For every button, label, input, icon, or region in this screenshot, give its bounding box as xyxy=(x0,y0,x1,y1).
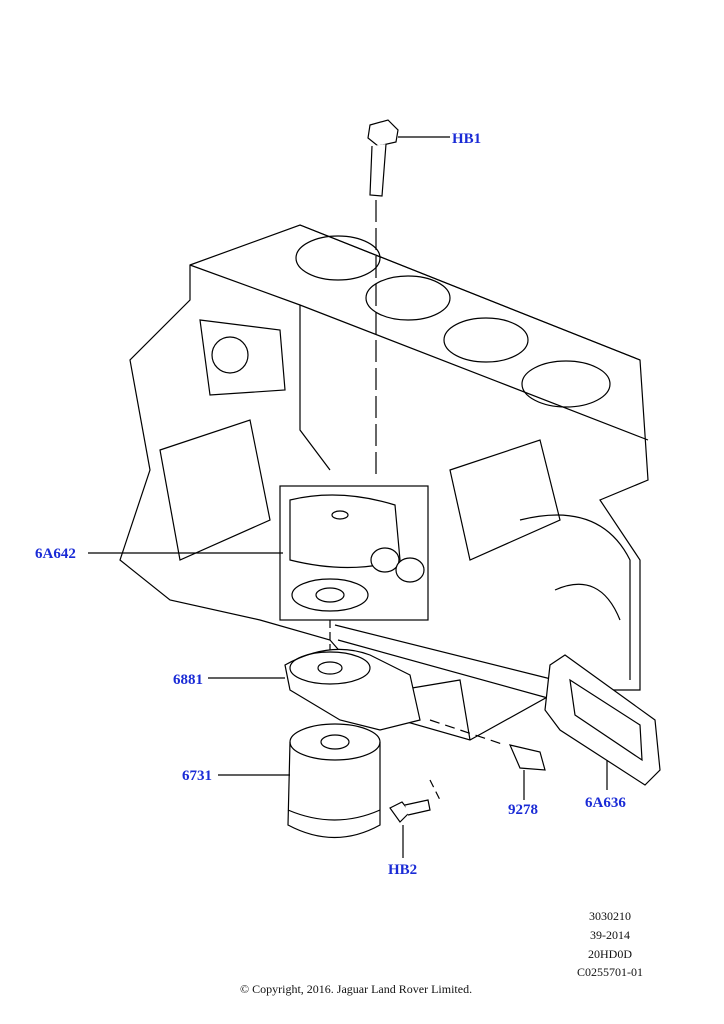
gasket-drawing xyxy=(544,654,661,790)
bolt-hb1-drawing xyxy=(367,119,450,480)
callout-hb1[interactable]: HB1 xyxy=(452,131,482,147)
callout-6a642[interactable]: 6A642 xyxy=(35,546,76,562)
copyright-notice: © Copyright, 2016. Jaguar Land Rover Lim… xyxy=(240,982,473,996)
engine-block-drawing xyxy=(119,224,649,741)
callout-6881[interactable]: 6881 xyxy=(173,672,203,688)
illustration-code: 20HD0D xyxy=(588,947,632,961)
callout-hb2[interactable]: HB2 xyxy=(388,862,418,878)
callout-6731[interactable]: 6731 xyxy=(182,768,212,784)
oil-filter-adaptor-drawing xyxy=(284,620,556,731)
bolt-hb2-drawing xyxy=(389,779,441,858)
oil-filter-drawing xyxy=(287,723,381,838)
oil-pressure-sensor-drawing xyxy=(429,719,546,800)
oil-cooler-drawing xyxy=(289,494,425,612)
callout-9278[interactable]: 9278 xyxy=(508,802,538,818)
illustration-id: C0255701-01 xyxy=(577,965,643,979)
illustration-date: 39-2014 xyxy=(590,928,630,942)
illustration-number: 3030210 xyxy=(589,909,631,923)
callout-6a636[interactable]: 6A636 xyxy=(585,795,626,811)
